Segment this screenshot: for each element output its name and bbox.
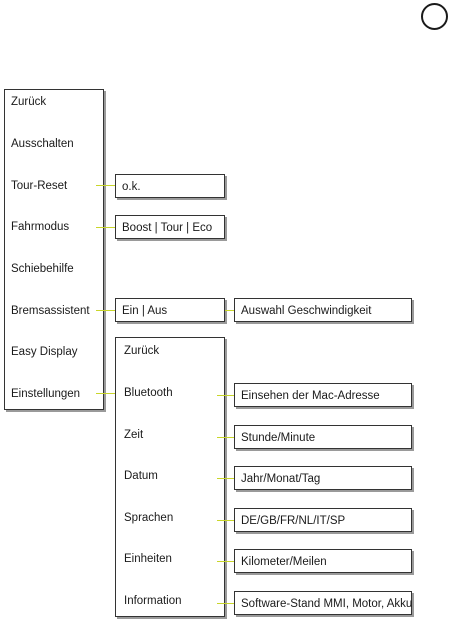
zeit-detail-box: Stunde/Minute: [234, 425, 412, 449]
connector-datum: [217, 478, 235, 479]
main-menu-item-easy-display: Easy Display: [11, 346, 78, 358]
datum-detail-box: Jahr/Monat/Tag: [234, 466, 412, 490]
bremsassistent-detail-box: Auswahl Geschwindigkeit: [234, 298, 412, 322]
bremsassistent-detail-label: Auswahl Geschwindigkeit: [241, 305, 372, 317]
tour-reset-option-box: o.k.: [115, 174, 225, 198]
main-menu: Zurück Ausschalten Tour-Reset Fahrmodus …: [4, 89, 104, 410]
sprachen-detail-box: DE/GB/FR/NL/IT/SP: [234, 508, 412, 532]
settings-menu-item-sprachen: Sprachen: [124, 512, 174, 524]
connector-bluetooth: [217, 395, 235, 396]
connector-tour-reset: [96, 185, 116, 186]
main-menu-item-schiebehilfe: Schiebehilfe: [11, 263, 74, 275]
bluetooth-detail-box: Einsehen der Mac-Adresse: [234, 383, 412, 407]
zeit-detail-label: Stunde/Minute: [241, 432, 316, 444]
einheiten-detail-label: Kilometer/Meilen: [241, 556, 327, 568]
fahrmodus-options-box: Boost | Tour | Eco: [115, 215, 225, 239]
main-menu-item-bremsassistent: Bremsassistent: [11, 305, 90, 317]
einheiten-detail-box: Kilometer/Meilen: [234, 549, 412, 573]
connector-einheiten: [217, 561, 235, 562]
sprachen-detail-label: DE/GB/FR/NL/IT/SP: [241, 515, 346, 527]
fahrmodus-options-label: Boost | Tour | Eco: [122, 222, 213, 234]
settings-menu-item-information: Information: [124, 595, 182, 607]
settings-menu-item-zeit: Zeit: [124, 429, 144, 441]
settings-menu: Zurück Bluetooth Zeit Datum Sprachen Ein…: [115, 337, 225, 617]
bremsassistent-option-box: Ein | Aus: [115, 298, 225, 322]
page-marker-circle: [421, 3, 448, 30]
settings-menu-item-datum: Datum: [124, 470, 158, 482]
main-menu-item-ausschalten: Ausschalten: [11, 138, 74, 150]
information-detail-label: Software-Stand MMI, Motor, Akku: [241, 598, 413, 610]
settings-menu-item-bluetooth: Bluetooth: [124, 387, 173, 399]
datum-detail-label: Jahr/Monat/Tag: [241, 473, 321, 485]
information-detail-box: Software-Stand MMI, Motor, Akku: [234, 591, 412, 615]
connector-bremsassistent-detail: [225, 310, 235, 311]
connector-fahrmodus: [96, 227, 116, 228]
connector-einstellungen: [96, 393, 116, 394]
main-menu-item-zurueck: Zurück: [11, 96, 47, 108]
connector-sprachen: [217, 520, 235, 521]
main-menu-item-einstellungen: Einstellungen: [11, 388, 81, 400]
settings-menu-item-zurueck: Zurück: [124, 345, 160, 357]
settings-menu-item-einheiten: Einheiten: [124, 553, 172, 565]
connector-information: [217, 603, 235, 604]
main-menu-item-fahrmodus: Fahrmodus: [11, 221, 70, 233]
bremsassistent-option-label: Ein | Aus: [122, 305, 168, 317]
bluetooth-detail-label: Einsehen der Mac-Adresse: [241, 390, 380, 402]
connector-bremsassistent: [96, 310, 116, 311]
connector-zeit: [217, 437, 235, 438]
tour-reset-option-label: o.k.: [122, 181, 141, 193]
main-menu-item-tour-reset: Tour-Reset: [11, 180, 68, 192]
